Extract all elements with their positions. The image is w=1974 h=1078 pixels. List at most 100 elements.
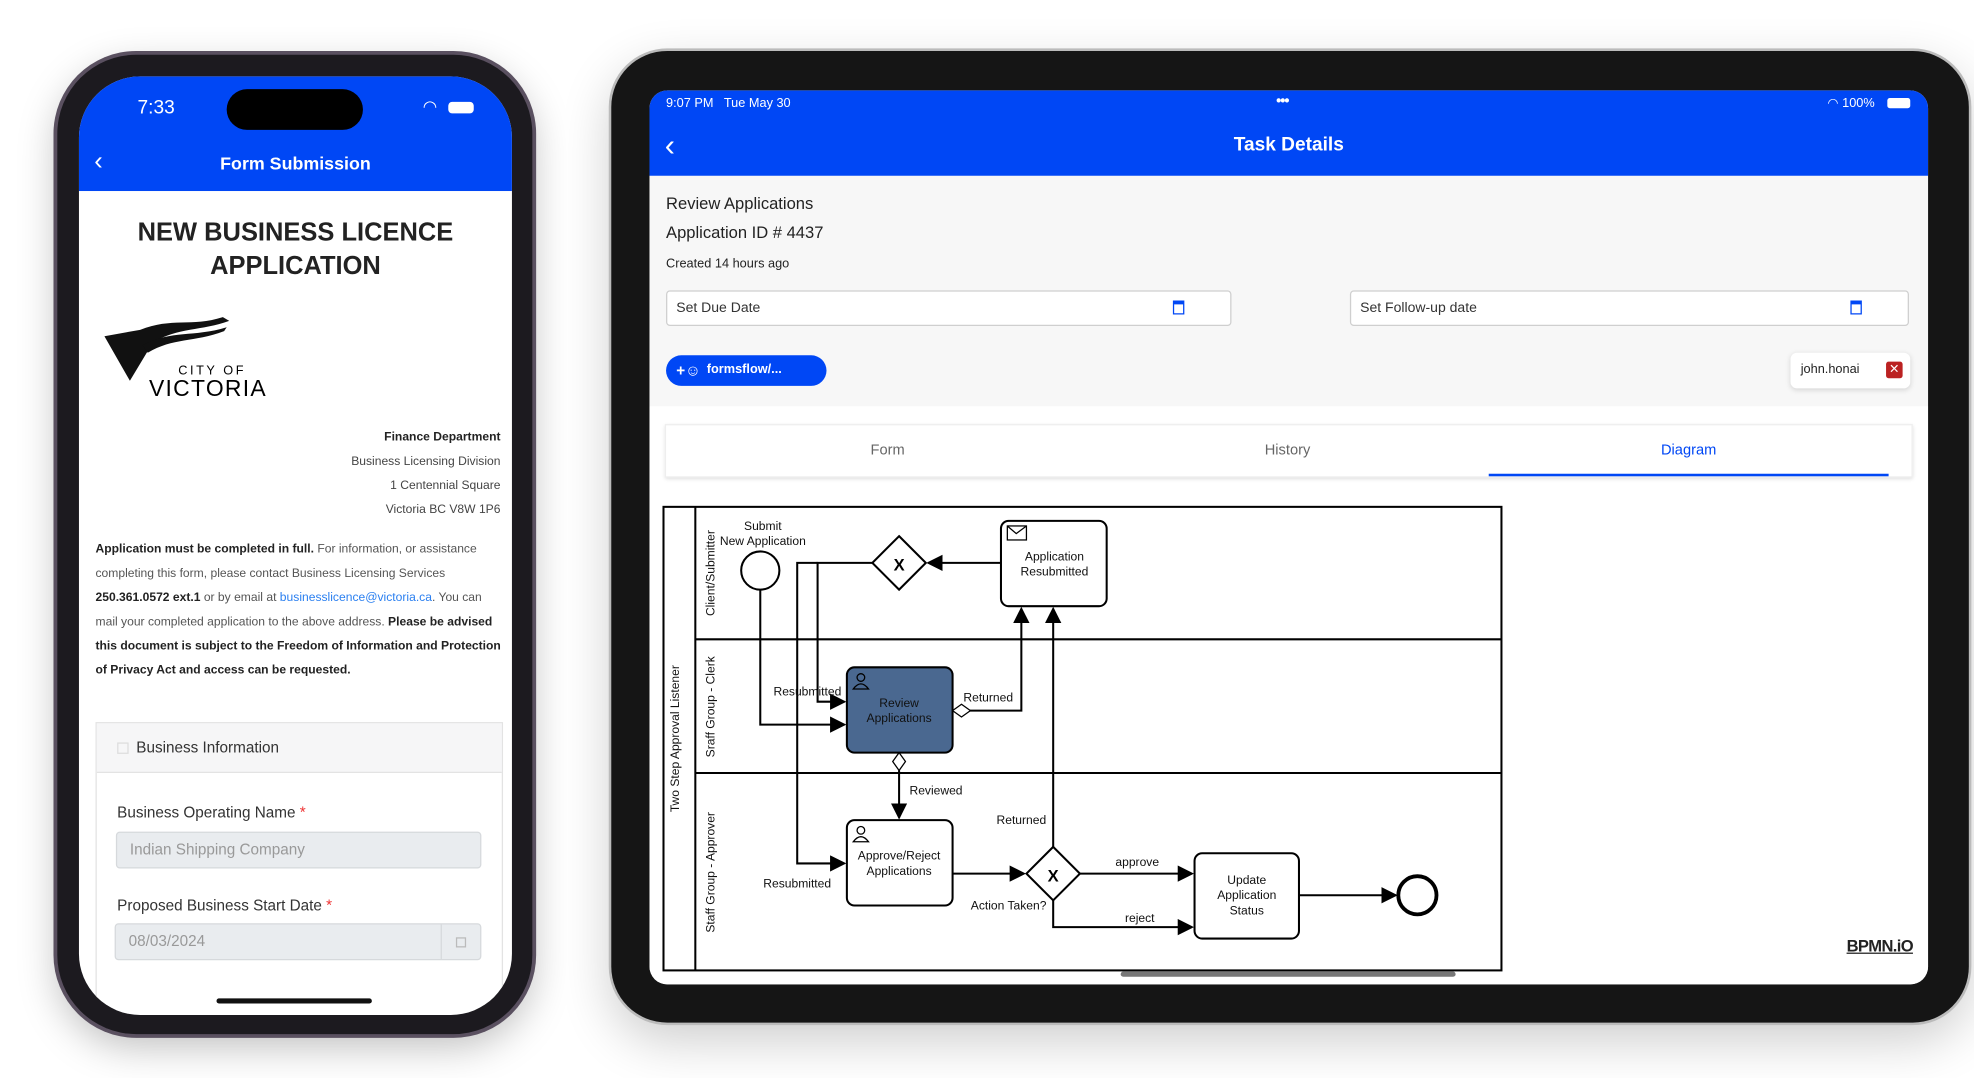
battery-icon xyxy=(448,101,474,114)
task-label: Application xyxy=(1025,549,1084,563)
svg-text:CITY OF: CITY OF xyxy=(178,362,246,377)
task-label: Update xyxy=(1227,873,1266,887)
pool xyxy=(662,505,1503,972)
assignee-chip[interactable]: john.honai✕ xyxy=(1790,352,1911,389)
followup-date-input[interactable]: Set Follow-up date xyxy=(1349,290,1909,327)
default-flow-marker xyxy=(951,703,972,718)
remove-assignee-icon[interactable]: ✕ xyxy=(1886,361,1903,379)
status-time: 9:07 PM Tue May 30 xyxy=(666,96,791,111)
sequence-flow xyxy=(796,561,847,872)
task-application-resubmitted[interactable] xyxy=(999,519,1108,608)
task-label: Review xyxy=(879,696,919,710)
add-group-icon: +☺ xyxy=(676,361,701,380)
horizontal-scrollbar[interactable] xyxy=(1120,971,1456,977)
phone-header: 7:33 ◠ ‹ Form Submission xyxy=(78,76,512,192)
calendar-icon xyxy=(455,937,467,948)
tablet-header: 9:07 PM Tue May 30 ••• ◠ 100% ‹ Task Det… xyxy=(649,90,1929,176)
field-label: Business Operating Name * xyxy=(117,803,306,822)
start-event-label: New Application xyxy=(720,534,806,548)
lane-label: Sraff Group - Clerk xyxy=(703,655,717,757)
task-name: Review Applications xyxy=(666,193,814,213)
task-label: Applications xyxy=(867,864,932,878)
address-line: 1 Centennial Square xyxy=(390,478,501,493)
bpmn-io-watermark[interactable]: BPMN.iO xyxy=(1846,936,1914,956)
task-label: Applications xyxy=(867,711,932,725)
sequence-flow xyxy=(1052,900,1195,936)
task-label: Resubmitted xyxy=(1021,565,1089,579)
gateway-label: Action Taken? xyxy=(971,898,1047,912)
address-line: Victoria BC V8W 1P6 xyxy=(385,503,501,518)
phone-status-time: 7:33 xyxy=(137,96,175,119)
panel-header[interactable]: Business Information xyxy=(96,723,502,774)
sequence-flow xyxy=(816,561,873,710)
exclusive-gateway-action-taken[interactable] xyxy=(1025,845,1082,902)
dynamic-island xyxy=(226,89,363,130)
sequence-flow xyxy=(961,606,1030,712)
tab-diagram[interactable]: Diagram xyxy=(1488,425,1889,477)
address-line: Business Licensing Division xyxy=(351,454,501,469)
task-label: Approve/Reject xyxy=(858,849,941,863)
wifi-icon: ◠ xyxy=(1827,96,1839,111)
sequence-flow xyxy=(759,589,847,733)
home-indicator xyxy=(216,998,372,1004)
back-button[interactable]: ‹ xyxy=(94,147,103,176)
back-button[interactable]: ‹ xyxy=(664,128,675,164)
calendar-button[interactable] xyxy=(440,924,480,959)
multitasking-dots-icon: ••• xyxy=(1276,91,1289,110)
phone-header-title: Form Submission xyxy=(220,152,371,174)
phone-screen: 7:33 ◠ ‹ Form Submission NEW BUSINESS LI… xyxy=(78,76,512,1015)
tab-history[interactable]: History xyxy=(1264,443,1311,459)
start-date-input[interactable]: 08/03/2024 xyxy=(114,923,482,961)
due-date-input[interactable]: Set Due Date xyxy=(666,290,1232,327)
svg-text:VICTORIA: VICTORIA xyxy=(149,375,267,397)
flow-label: Returned xyxy=(997,813,1047,827)
user-icon xyxy=(851,673,870,690)
start-event[interactable] xyxy=(740,550,781,591)
exclusive-gateway[interactable] xyxy=(870,534,928,592)
application-id: Application ID # 4437 xyxy=(666,222,824,242)
address-line: Finance Department xyxy=(384,430,501,445)
task-update-status[interactable] xyxy=(1193,852,1300,940)
task-label: Status xyxy=(1230,903,1264,917)
created-time: Created 14 hours ago xyxy=(666,257,790,272)
battery-status: ◠ 100% xyxy=(1827,96,1875,111)
notice-paragraph: Application must be completed in full. F… xyxy=(95,542,501,678)
calendar-icon[interactable] xyxy=(1172,300,1185,315)
candidate-group-button[interactable]: +☺formsflow/... xyxy=(666,355,827,386)
panel-title: Business Information xyxy=(136,738,279,757)
email-link[interactable]: businesslicence@victoria.ca xyxy=(279,590,432,605)
collapse-icon xyxy=(117,742,129,754)
page-title: Task Details xyxy=(1233,133,1344,156)
flow-label: Returned xyxy=(963,691,1013,705)
tab-form[interactable]: Form xyxy=(870,443,905,459)
task-label: Application xyxy=(1217,888,1276,902)
city-of-victoria-logo: CITY OF VICTORIA xyxy=(102,315,280,401)
message-icon xyxy=(1006,525,1028,541)
tab-bar: Form History Diagram xyxy=(664,424,1913,478)
phone-device: 7:33 ◠ ‹ Form Submission NEW BUSINESS LI… xyxy=(57,54,533,1035)
calendar-icon[interactable] xyxy=(1850,300,1862,315)
end-event[interactable] xyxy=(1396,874,1439,917)
flow-label: Resubmitted xyxy=(773,684,841,698)
start-event-label: Submit xyxy=(744,519,782,533)
gateway-x-icon: X xyxy=(1048,866,1059,885)
default-flow-marker xyxy=(891,751,907,772)
field-label: Proposed Business Start Date * xyxy=(117,896,333,915)
wifi-icon: ◠ xyxy=(422,96,438,116)
flow-label: approve xyxy=(1115,855,1159,869)
flow-label: Resubmitted xyxy=(763,877,831,891)
business-operating-name-input[interactable]: Indian Shipping Company xyxy=(115,831,482,869)
pool-label: Two Step Approval Listener xyxy=(668,665,682,812)
flow-label: Reviewed xyxy=(909,784,962,798)
battery-icon xyxy=(1887,98,1911,109)
lane-label: Client/Submitter xyxy=(703,530,717,616)
task-approve-reject[interactable] xyxy=(845,819,954,907)
flow-label: reject xyxy=(1125,911,1155,925)
lane-label: Staff Group - Approver xyxy=(703,812,717,933)
gateway-x-icon: X xyxy=(894,556,905,575)
user-icon xyxy=(851,825,870,843)
business-information-panel: Business Information Business Operating … xyxy=(95,722,504,1015)
